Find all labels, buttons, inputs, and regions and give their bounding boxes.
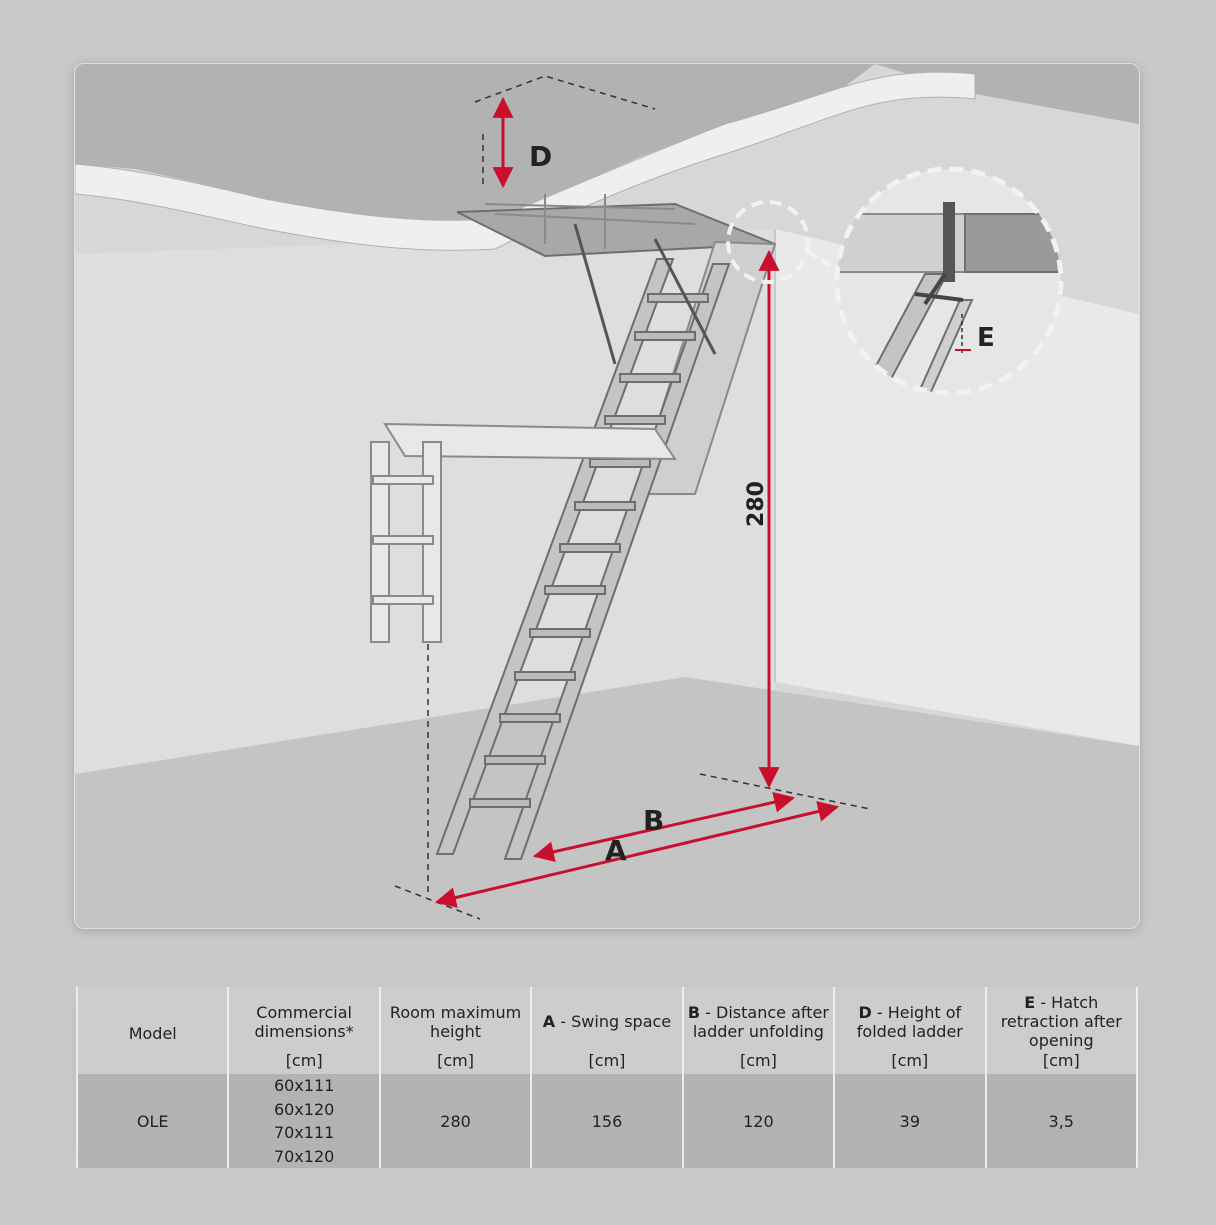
spec-table: Model Commercial dimensions* Room maximu… [75,987,1139,1168]
ceiling-edge [75,71,976,251]
specification-table: Model Commercial dimensions* Room maximu… [75,987,1139,1168]
height-label: 280 [744,481,769,527]
header-swing-space: A - Swing space [530,987,684,1050]
header-folded-height: D - Height of folded ladder [833,987,987,1050]
header-hatch-retraction: E - Hatch retraction after opening [984,987,1139,1050]
header-model: Model [75,987,230,1074]
table-unit-row: [cm] [cm] [cm] [cm] [cm] [cm] [77,1050,1139,1074]
unit-folded: [cm] [833,1050,987,1074]
unit-hatch: [cm] [984,1050,1139,1074]
ladder-illustration: D [75,64,1139,928]
cell-distance-unfolding: 120 [681,1074,836,1168]
cell-folded-height: 39 [833,1074,987,1168]
cell-model: OLE [75,1074,230,1168]
header-distance-unfolding: B - Distance after ladder unfolding [681,987,836,1050]
cell-swing-space: 156 [530,1074,684,1168]
detail-magnifier [834,166,1064,396]
d-label: D [529,140,552,173]
ladder [435,223,731,860]
header-room-height: Room maximum height [378,987,533,1050]
ceiling [75,64,1139,224]
ladder-diagram: D [74,63,1140,929]
e-label: E [977,323,995,353]
table-row: OLE 60x111 60x120 70x111 70x120 280 156 … [75,1074,1139,1168]
detail-marker-circle [726,200,810,284]
cell-dimensions: 60x111 60x120 70x111 70x120 [227,1074,381,1168]
table-header-row: Model Commercial dimensions* Room maximu… [75,987,1139,1074]
hatch-ladder-section [484,194,696,249]
a-dimension-arrow [434,801,840,908]
d-dimension-box [474,75,656,184]
cell-hatch-retraction: 3,5 [984,1074,1139,1168]
unit-commercial: [cm] [227,1050,381,1074]
unit-swing: [cm] [530,1050,684,1074]
b-label: B [643,804,664,837]
a-label: A [605,834,627,867]
folded-ladder-ghost [370,422,677,643]
unit-room-height: [cm] [378,1050,533,1074]
unit-distance: [cm] [681,1050,836,1074]
cell-room-height: 280 [378,1074,533,1168]
header-commercial-dimensions: Commercial dimensions* [227,987,381,1050]
detail-connector [806,250,839,271]
